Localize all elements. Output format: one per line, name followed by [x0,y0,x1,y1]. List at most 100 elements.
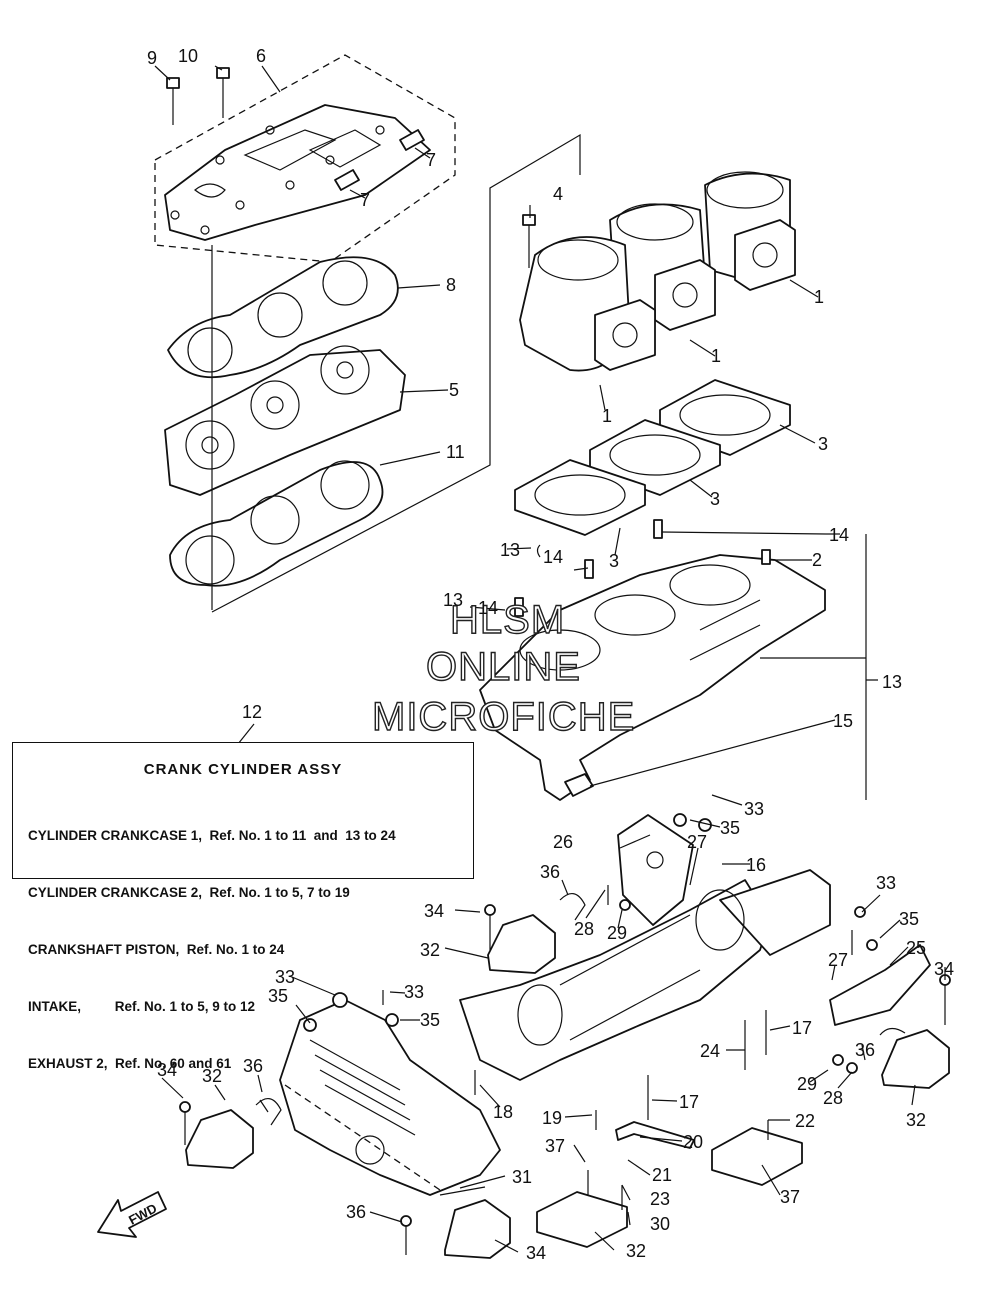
callout-21: 21 [652,1165,672,1185]
legend-rows: CYLINDER CRANKCASE 1, Ref. No. 1 to 11 a… [28,788,473,1111]
callout-27-b: 27 [828,950,848,970]
callout-32-d: 34 [526,1243,546,1263]
callout-3-c: 3 [609,551,619,571]
dowel-pins-14-icon [514,519,771,617]
callout-13-a: 13 [500,540,520,560]
callout-28-a: 28 [574,919,594,939]
callout-9: 9 [147,48,157,68]
engine-mount-32-c [881,1029,950,1089]
cylinder-1-front [519,236,656,372]
cylinder-1-middle [609,203,716,331]
callout-19: 19 [542,1108,562,1128]
callout-11: 11 [446,442,465,462]
callout-15: 15 [833,711,853,731]
callout-4: 4 [553,184,563,204]
callout-26: 26 [553,832,573,852]
misc-bolts-icons [179,813,951,1255]
callout-18: 18 [493,1102,513,1122]
watermark-line-3: MICROFICHE [372,695,635,739]
callout-33-d: 33 [404,982,424,1002]
callout-25: 25 [906,938,926,958]
callout-10: 10 [178,46,198,66]
assembly-legend-box: CRANK CYLINDER ASSY CYLINDER CRANKCASE 1… [12,742,474,1071]
callout-8: 8 [446,275,456,295]
clips-36-icons [255,893,906,1196]
callout-13-b: 13 [443,590,463,610]
callout-14-b: 14 [543,547,563,567]
callout-32-b: 32 [202,1066,222,1086]
watermark-line-2: ONLINE [426,645,581,689]
engine-mount-32-a [487,914,556,974]
callout-7-b: 7 [360,190,370,210]
engine-mount-32-b [185,1109,254,1169]
callout-24: 24 [700,1041,720,1061]
callout-33-b: 33 [876,873,896,893]
callout-22: 30 [650,1214,670,1234]
head-gasket-8 [167,256,399,379]
callout-3-a: 3 [818,434,828,454]
bolt-9-icon [166,77,180,125]
callout-7-a: 7 [426,150,436,170]
cylinder-head-dashed-outline [154,54,456,263]
callout-36-d: 31 [512,1167,532,1187]
callout-31: 37 [780,1187,800,1207]
callout-3-b: 3 [710,489,720,509]
legend-row: INTAKE, Ref. No. 1 to 5, 9 to 12 [28,999,256,1014]
callout-2: 2 [812,550,822,570]
callout-32-a: 32 [420,940,440,960]
intake-mount-26 [617,814,694,926]
block-30-icon [536,1191,628,1248]
crankcase-lower [459,869,831,1081]
seal-15-icon [564,773,594,797]
callout-14-c: 14 [478,598,498,618]
callout-35-d: 35 [420,1010,440,1030]
callout-37-a: 37 [545,1136,565,1156]
callout-1-a: 1 [814,287,824,307]
cylinder-head-5 [164,345,406,496]
callout-28-b: 28 [823,1088,843,1108]
callout-12: 12 [242,702,262,722]
callout-34-b: 34 [934,959,954,979]
callout-20: 20 [683,1132,703,1152]
callout-32-c: 32 [906,1110,926,1130]
watermark-line-1: HLSM [450,598,565,642]
bolt-4-icon [522,214,536,268]
cover-dashed-guide [284,1084,441,1191]
callout-13-c: 13 [882,672,902,692]
leader-15 [589,719,836,787]
leader-13-right [760,657,878,681]
cylinder-1-rear [704,171,796,291]
leader-12 [237,723,255,745]
callout-34-a: 34 [424,901,444,921]
callout-16: 16 [746,855,766,875]
leader-14-13-mid [506,544,589,571]
callout-17-a: 17 [792,1018,812,1038]
callout-30: 32 [626,1241,646,1261]
watermark: HLSM ONLINE MICROFICHE [371,597,635,739]
callout-6: 6 [256,46,266,66]
clamp-20-icon [615,1121,695,1149]
callout-37-b: 22 [795,1111,815,1131]
engine-mount-32-d [444,1199,511,1259]
block-31-icon [711,1127,803,1186]
fwd-label: FWD [126,1201,159,1228]
callout-35-b: 35 [899,909,919,929]
callout-23: 23 [650,1189,670,1209]
legend-title: CRANK CYLINDER ASSY [143,761,343,778]
callout-14-a: 14 [829,525,849,545]
callout-33-a: 33 [744,799,764,819]
callout-1-b: 1 [711,346,721,366]
callout-17-b: 17 [679,1092,699,1112]
callout-29-a: 29 [607,923,627,943]
legend-row: EXHAUST 2, Ref. No. 60 and 61 [28,1056,232,1071]
base-gasket-3-front [514,459,646,536]
callout-34-c: 34 [157,1060,177,1080]
fwd-arrow-icon: FWD [97,1191,167,1238]
bolt-10-icon [216,67,230,118]
callout-36-a: 36 [540,862,560,882]
callout-36-b: 36 [855,1040,875,1060]
callout-5: 5 [449,380,459,400]
callout-35-a: 35 [720,818,740,838]
callout-labels: 9 10 6 7 7 8 5 11 4 1 1 1 3 3 3 14 2 13 … [147,46,954,1263]
